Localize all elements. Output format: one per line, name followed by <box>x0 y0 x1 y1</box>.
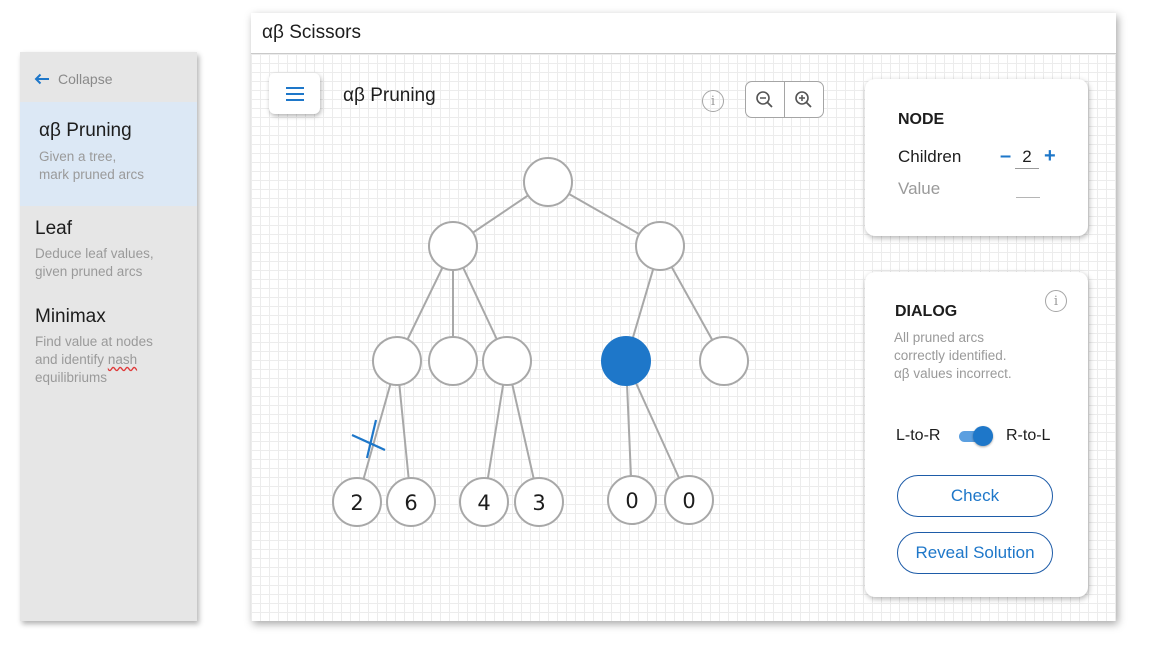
tree-node[interactable] <box>699 336 749 386</box>
game-tree[interactable]: 2 6 4 3 0 0 <box>251 54 861 621</box>
leaf-node[interactable] <box>607 475 657 525</box>
zoom-in-button[interactable] <box>785 82 823 117</box>
leaf-value: 6 <box>404 491 417 515</box>
check-button[interactable]: Check <box>897 475 1053 517</box>
toggle-right-label: R-to-L <box>1006 427 1051 444</box>
increment-children-button[interactable]: + <box>1044 145 1056 167</box>
info-icon[interactable]: i <box>1045 290 1067 312</box>
sidebar: Collapse αβ Pruning Given a tree, mark p… <box>20 52 197 621</box>
tree-canvas[interactable]: αβ Pruning i <box>251 54 1116 621</box>
sidebar-item-minimax[interactable]: Minimax Find value at nodes and identify… <box>20 296 197 396</box>
leaf-value: 0 <box>625 489 638 513</box>
sidebar-item-title: Minimax <box>35 306 106 327</box>
dialog-heading: DIALOG <box>895 303 958 320</box>
toggle-left-label: L-to-R <box>896 427 941 444</box>
direction-toggle[interactable] <box>959 426 995 446</box>
tree-node[interactable] <box>635 221 685 271</box>
tree-node[interactable] <box>428 221 478 271</box>
sidebar-item-subtitle: Given a tree, mark pruned arcs <box>39 149 145 182</box>
node-panel: NODE Children – 2 + Value <box>865 79 1088 236</box>
zoom-out-icon <box>756 90 773 108</box>
cross-mark-icon[interactable] <box>351 419 386 459</box>
zoom-out-button[interactable] <box>746 82 784 117</box>
tree-node-selected[interactable] <box>601 336 651 386</box>
leaf-node[interactable] <box>459 477 509 527</box>
node-value-field[interactable] <box>1016 197 1040 198</box>
tree-node-root[interactable] <box>523 157 573 207</box>
title-bar: αβ Scissors <box>251 13 1116 54</box>
leaf-value: 0 <box>682 489 695 513</box>
sidebar-item-subtitle: Find value at nodes and identify nash eq… <box>35 334 153 385</box>
leaf-node[interactable] <box>386 477 436 527</box>
children-label: Children <box>898 147 962 166</box>
zoom-controls <box>745 81 824 118</box>
collapse-label: Collapse <box>58 71 113 87</box>
decrement-children-button[interactable]: – <box>1000 145 1012 167</box>
hamburger-icon <box>285 86 304 101</box>
page-title: αβ Pruning <box>343 85 436 106</box>
leaf-node[interactable] <box>514 477 564 527</box>
window-title: αβ Scissors <box>262 22 361 43</box>
leaf-value: 4 <box>477 491 490 515</box>
sidebar-item-subtitle: Deduce leaf values, given pruned arcs <box>35 246 154 279</box>
spellcheck-flagged-word: nash <box>107 352 138 367</box>
collapse-button[interactable]: Collapse <box>34 70 112 88</box>
node-panel-heading: NODE <box>898 111 945 128</box>
leaf-node[interactable] <box>664 475 714 525</box>
leaf-labels: 2 6 4 3 0 0 <box>350 489 695 515</box>
tree-node[interactable] <box>372 336 422 386</box>
tree-node[interactable] <box>428 336 478 386</box>
sidebar-item-ab-pruning[interactable]: αβ Pruning Given a tree, mark pruned arc… <box>20 102 197 206</box>
leaf-value: 3 <box>532 491 545 515</box>
dialog-message: All pruned arcs correctly identified. αβ… <box>894 330 1012 381</box>
sidebar-item-title: Leaf <box>35 218 72 239</box>
children-count-field[interactable]: 2 <box>1015 147 1039 169</box>
value-label: Value <box>898 179 941 198</box>
sidebar-item-title: αβ Pruning <box>39 120 132 141</box>
reveal-solution-button[interactable]: Reveal Solution <box>897 532 1053 574</box>
info-icon[interactable]: i <box>702 90 724 112</box>
sidebar-item-leaf[interactable]: Leaf Deduce leaf values, given pruned ar… <box>20 206 197 296</box>
menu-button[interactable] <box>269 73 320 114</box>
tree-nodes <box>332 157 749 527</box>
zoom-in-icon <box>795 90 812 108</box>
dialog-panel: DIALOG i All pruned arcs correctly ident… <box>865 272 1088 597</box>
app-window: αβ Scissors αβ Pruning i <box>251 13 1116 621</box>
leaf-node[interactable] <box>332 477 382 527</box>
leaf-value: 2 <box>350 491 363 515</box>
arrow-left-icon <box>34 71 50 88</box>
tree-node[interactable] <box>482 336 532 386</box>
